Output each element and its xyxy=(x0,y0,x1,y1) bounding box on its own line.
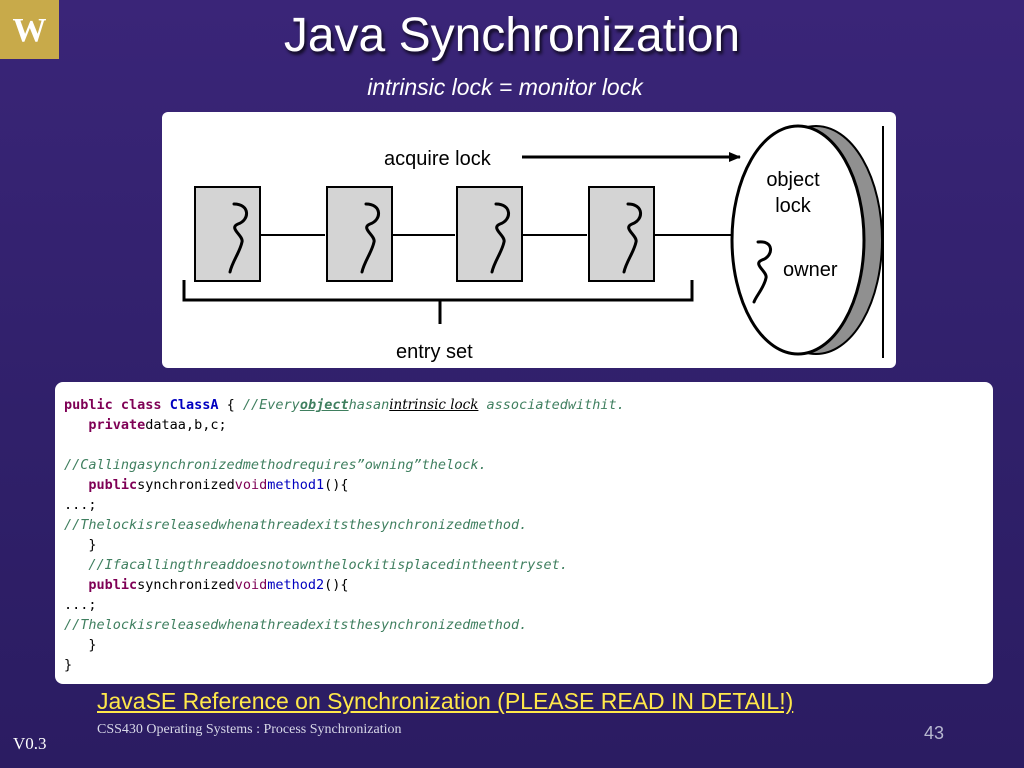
squiggle-thread-icon xyxy=(622,202,642,274)
slide-subtitle: intrinsic lock = monitor lock xyxy=(367,74,643,100)
entry-set-bracket xyxy=(182,280,694,302)
code-line-14: } xyxy=(64,657,73,673)
footer-course-title: CSS430 Operating Systems : Process Synch… xyxy=(97,722,402,737)
keyword-public: public xyxy=(88,477,138,493)
keyword-void: void xyxy=(234,477,268,493)
method-name: method2 xyxy=(267,577,325,593)
code-line-11: ...; xyxy=(64,597,97,613)
comment-has: hasan xyxy=(348,397,390,413)
method-name: method1 xyxy=(267,477,325,493)
class-name: ClassA xyxy=(169,397,219,413)
code-line-4: //Callingasynchronizedmethodrequires”own… xyxy=(64,455,984,475)
comment-object: object xyxy=(299,397,349,413)
code-line-5: publicsynchronizedvoidmethod1(){ xyxy=(64,475,984,495)
thread-box xyxy=(326,186,393,282)
comment-calling: //Callingasynchronizedmethodrequires”own… xyxy=(64,457,487,473)
code-line-10: publicsynchronizedvoidmethod2(){ xyxy=(64,575,984,595)
logo-letter: W xyxy=(12,11,47,49)
javase-reference-link[interactable]: JavaSE Reference on Synchronization (PLE… xyxy=(97,688,794,714)
version-label: V0.3 xyxy=(13,734,47,753)
comment-every: //Every xyxy=(242,397,300,413)
uw-logo: W xyxy=(0,0,59,59)
code-line-1: public class ClassA { //Everyobjecthasan… xyxy=(64,395,984,415)
comment-released: //Thelockisreleasedwhenathreadexitsthesy… xyxy=(64,617,528,633)
acquire-lock-label: acquire lock xyxy=(384,148,492,170)
keyword-public: public xyxy=(64,397,113,413)
object-label: object xyxy=(766,169,820,191)
keyword-synchronized: synchronized xyxy=(137,477,235,493)
lock-label: lock xyxy=(775,195,812,217)
code-line-8: } xyxy=(64,535,984,555)
thread-box xyxy=(456,186,523,282)
method-params: (){ xyxy=(324,577,349,593)
close-brace: } xyxy=(88,537,97,553)
comment-intrinsic-lock: intrinsic lock xyxy=(389,397,479,413)
keyword-private: private xyxy=(88,417,146,433)
object-lock-ellipse xyxy=(730,124,866,356)
comment-associated: associatedwithit. xyxy=(478,397,625,413)
squiggle-thread-icon xyxy=(228,202,248,274)
code-line-12: //Thelockisreleasedwhenathreadexitsthesy… xyxy=(64,615,984,635)
comment-entry-set: //Ifacallingthreaddoesnotownthelockitisp… xyxy=(88,557,568,573)
thread-box xyxy=(194,186,261,282)
squiggle-thread-icon xyxy=(752,240,772,304)
owner-label: owner xyxy=(783,259,838,281)
squiggle-thread-icon xyxy=(490,202,510,274)
code-line-2: privatedataa,b,c; xyxy=(64,415,984,435)
monitor-diagram-svg: acquire lock object lock owner entry set xyxy=(182,124,884,363)
open-brace: { xyxy=(226,397,235,413)
close-brace: } xyxy=(88,637,97,653)
keyword-synchronized: synchronized xyxy=(137,577,235,593)
comment-released: //Thelockisreleasedwhenathreadexitsthesy… xyxy=(64,517,528,533)
keyword-public: public xyxy=(88,577,138,593)
method-params: (){ xyxy=(324,477,349,493)
code-line-13: } xyxy=(64,635,984,655)
page-number: 43 xyxy=(924,723,945,743)
thread-box xyxy=(588,186,655,282)
squiggle-thread-icon xyxy=(360,202,380,274)
field-declaration: dataa,b,c; xyxy=(145,417,227,433)
slide-title: Java Synchronization xyxy=(283,9,741,62)
code-listing: public class ClassA { //Everyobjecthasan… xyxy=(55,382,993,684)
keyword-void: void xyxy=(234,577,268,593)
code-line-3 xyxy=(64,435,984,455)
code-line-6: ...; xyxy=(64,497,97,513)
code-line-7: //Thelockisreleasedwhenathreadexitsthesy… xyxy=(64,515,984,535)
monitor-diagram: acquire lock object lock owner entry set xyxy=(162,112,896,368)
entry-set-label: entry set xyxy=(396,341,473,363)
keyword-class: class xyxy=(120,397,162,413)
code-line-9: //Ifacallingthreaddoesnotownthelockitisp… xyxy=(64,555,984,575)
